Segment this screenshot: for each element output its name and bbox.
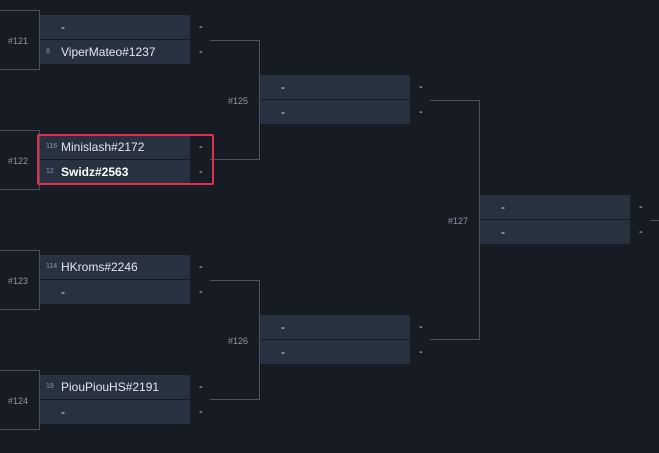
connector-125-126: [430, 100, 480, 340]
player-name: -: [61, 20, 65, 34]
match-123-slot-1[interactable]: 114 HKroms#2246 -: [40, 255, 203, 279]
match-123[interactable]: 114 HKroms#2246 - - -: [40, 255, 203, 305]
score: -: [199, 166, 203, 178]
connector-124: [0, 370, 40, 430]
player-name: -: [281, 345, 285, 359]
score: -: [199, 261, 203, 273]
match-label-123: #123: [8, 276, 29, 286]
seed: 116: [46, 143, 58, 150]
match-122[interactable]: 116 Minislash#2172 - 12 Swidz#2563 -: [40, 135, 203, 185]
score: -: [199, 21, 203, 33]
match-127[interactable]: - - - -: [480, 195, 643, 245]
match-125-slot-1[interactable]: - -: [260, 75, 423, 99]
score: -: [199, 406, 203, 418]
score: -: [419, 346, 423, 358]
player-name: -: [281, 320, 285, 334]
match-121-slot-1[interactable]: - -: [40, 15, 203, 39]
score: -: [639, 201, 643, 213]
match-124[interactable]: 19 PiouPiouHS#2191 - - -: [40, 375, 203, 425]
match-label-127: #127: [448, 216, 469, 226]
seed: 114: [46, 263, 58, 270]
score: -: [419, 81, 423, 93]
match-123-slot-2[interactable]: -: [40, 280, 190, 304]
match-122-slot-2[interactable]: 12 Swidz#2563: [40, 160, 190, 184]
seed: 19: [46, 383, 54, 390]
match-label-126: #126: [228, 336, 249, 346]
connector-123-124: [210, 280, 260, 400]
player-name: -: [61, 285, 65, 299]
score: -: [199, 286, 203, 298]
match-122-slot-1[interactable]: 116 Minislash#2172 -: [40, 135, 203, 159]
match-124-slot-1[interactable]: 19 PiouPiouHS#2191 -: [40, 375, 203, 399]
match-125-slot-2[interactable]: -: [260, 100, 410, 124]
match-126-slot-2[interactable]: -: [260, 340, 410, 364]
player-name: -: [61, 405, 65, 419]
score: -: [199, 46, 203, 58]
match-121[interactable]: - - 8 ViperMateo#1237 -: [40, 15, 203, 65]
score: -: [639, 226, 643, 238]
connector-122: [0, 130, 40, 190]
player-name: Swidz#2563: [61, 165, 129, 179]
match-125[interactable]: - - - -: [260, 75, 423, 125]
player-name: HKroms#2246: [61, 260, 138, 274]
score: -: [199, 381, 203, 393]
match-126[interactable]: - - - -: [260, 315, 423, 365]
selected-match-highlight: [37, 134, 214, 185]
score: -: [419, 321, 423, 333]
match-127-slot-2[interactable]: -: [480, 220, 630, 244]
connector-123: [0, 250, 40, 310]
seed: 12: [46, 168, 54, 175]
match-label-122: #122: [8, 156, 29, 166]
connector-121: [0, 10, 40, 70]
match-121-slot-2[interactable]: 8 ViperMateo#1237: [40, 40, 190, 64]
player-name: PiouPiouHS#2191: [61, 380, 160, 394]
score: -: [199, 141, 203, 153]
match-127-slot-1[interactable]: - -: [480, 195, 643, 219]
match-126-slot-1[interactable]: - -: [260, 315, 423, 339]
player-name: -: [501, 200, 505, 214]
match-label-121: #121: [8, 36, 29, 46]
match-label-125: #125: [228, 96, 249, 106]
score: -: [419, 106, 423, 118]
player-name: -: [281, 105, 285, 119]
player-name: Minislash#2172: [61, 140, 145, 154]
player-name: ViperMateo#1237: [61, 45, 156, 59]
match-label-124: #124: [8, 396, 29, 406]
player-name: -: [501, 225, 505, 239]
seed: 8: [46, 48, 50, 55]
connector-121-122: [210, 40, 260, 160]
player-name: -: [281, 80, 285, 94]
match-124-slot-2[interactable]: -: [40, 400, 190, 424]
